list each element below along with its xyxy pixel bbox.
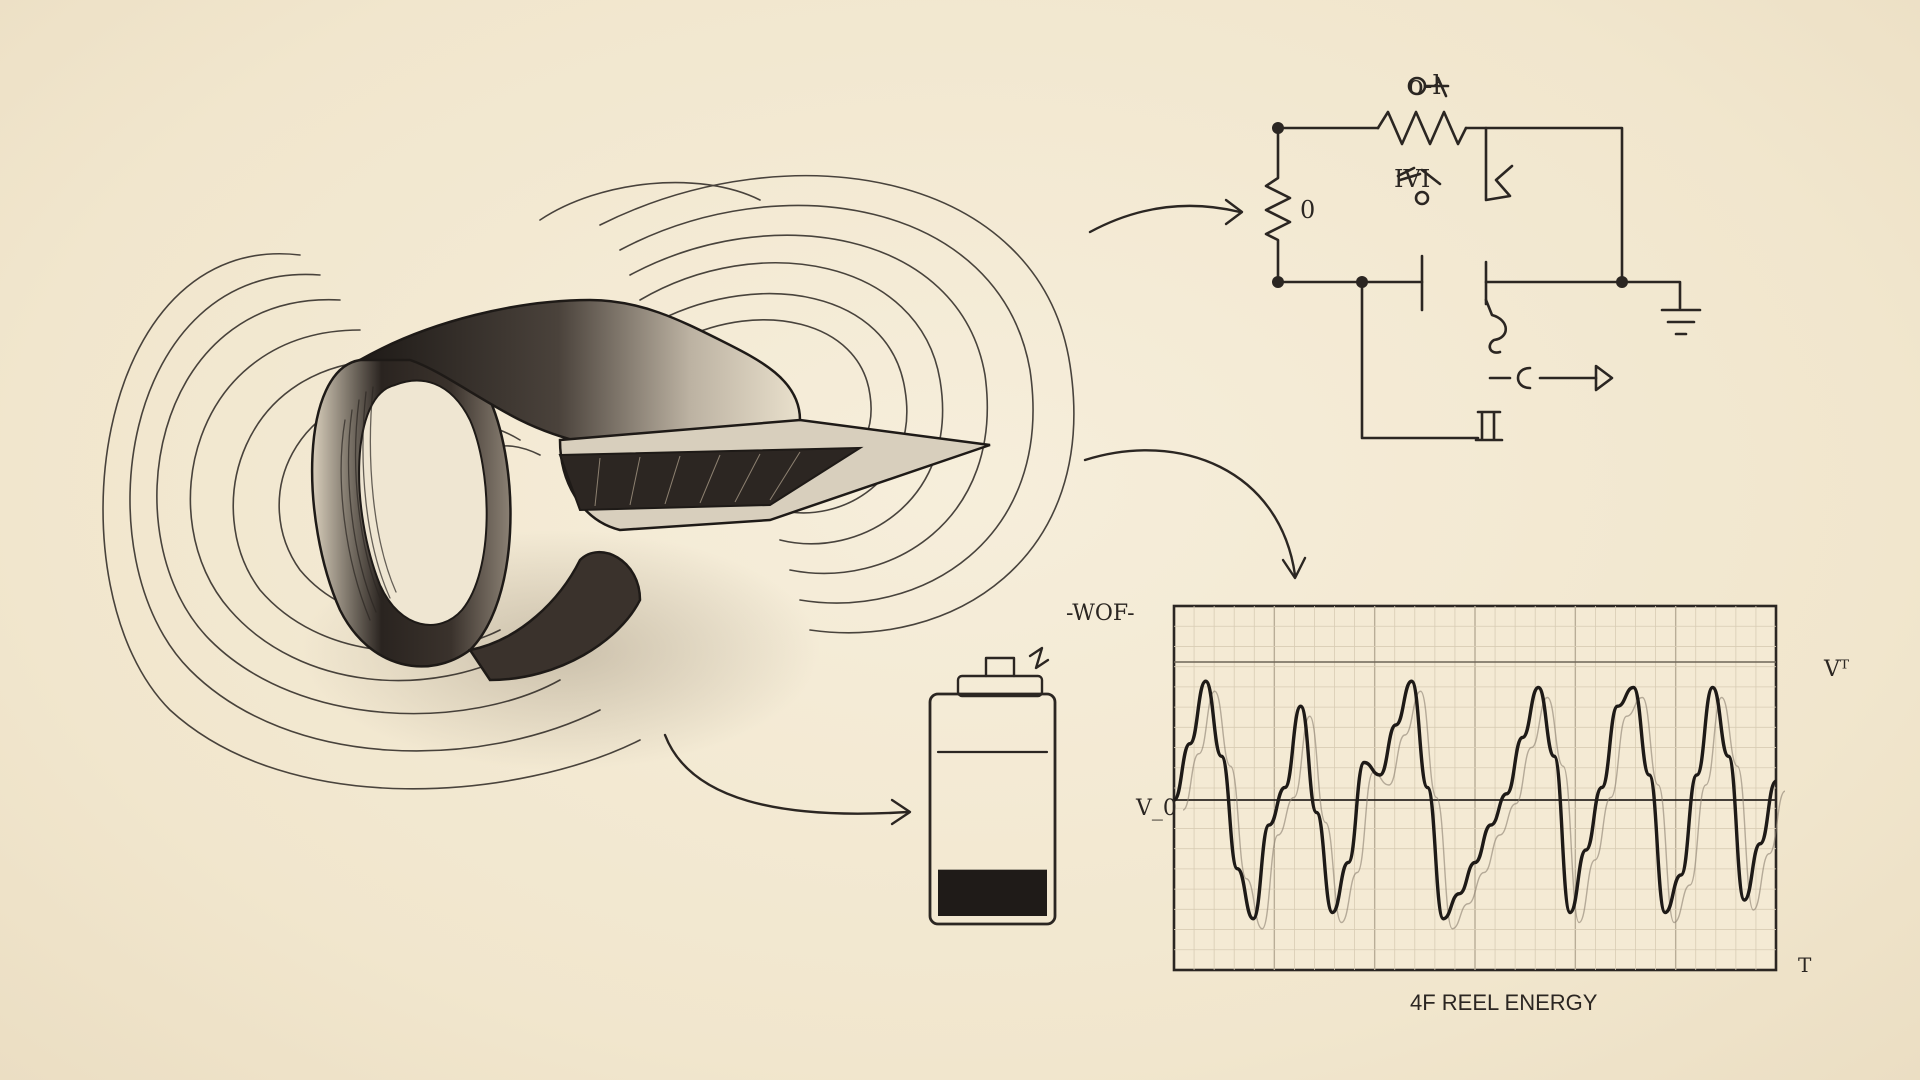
- battery-cap: [956, 674, 1044, 698]
- signal-symbol: [1516, 366, 1532, 390]
- battery-charge-fill: [938, 869, 1047, 916]
- coil-windings: [340, 386, 397, 621]
- circuit-schematic: [1264, 76, 1702, 442]
- arrow-to-chart: [1083, 449, 1297, 577]
- charge-bolt-icon: [1028, 646, 1050, 670]
- piezo-patch-hatch: [594, 451, 801, 507]
- series-echo-line: [1182, 690, 1786, 930]
- coil-ring-inner: [358, 379, 488, 626]
- top-terminal-key: [1423, 76, 1450, 98]
- strip-fold: [467, 550, 642, 682]
- series-line: [1172, 679, 1778, 921]
- circuit-label-mid: IVI: [1394, 165, 1430, 193]
- arrow-to-chart-head: [1281, 556, 1307, 580]
- battery-body: [928, 692, 1057, 926]
- circuit-label-top: o-ł: [1408, 71, 1441, 101]
- label-mid-marks: [1396, 166, 1442, 186]
- arrow-to-battery-head: [890, 798, 912, 826]
- chart-label-right-top: Vᵀ: [1823, 657, 1850, 682]
- arrow-to-circuit: [1088, 204, 1242, 234]
- flow-arrows: [663, 198, 1307, 826]
- arrow-to-circuit-head: [1224, 198, 1244, 226]
- branch-switch: [1484, 126, 1514, 202]
- circuit-junctions: [1272, 122, 1628, 288]
- arrow-to-battery: [663, 733, 910, 815]
- chart-label-y-zero: V_0: [1135, 796, 1177, 821]
- circuit-label-left: 0: [1300, 196, 1315, 224]
- transistor-mark: [1474, 410, 1504, 442]
- signal-arrowhead: [1594, 364, 1614, 392]
- switch-node: [1414, 190, 1430, 206]
- energy-chart: -WOF- V_0 Vᵀ T 4F REEL ENERGY: [1066, 601, 1850, 1015]
- battery: [928, 646, 1057, 926]
- chart-series: [1172, 679, 1786, 930]
- wire-return: [1360, 280, 1480, 440]
- flexible-harvester-illustration: [102, 174, 1075, 790]
- chart-label-right-bottom: T: [1798, 953, 1812, 977]
- chart-label-left-top: -WOF-: [1066, 601, 1135, 626]
- battery-terminal: [984, 656, 1016, 678]
- chart-caption: 4F REEL ENERGY: [1410, 990, 1598, 1015]
- ground-symbol: [1620, 280, 1702, 336]
- resistor-top: [1376, 110, 1468, 146]
- chart-grid: [1174, 606, 1776, 970]
- wire-top-right: [1464, 126, 1624, 284]
- resistor-left: [1264, 126, 1292, 284]
- coil-small: [1484, 298, 1508, 354]
